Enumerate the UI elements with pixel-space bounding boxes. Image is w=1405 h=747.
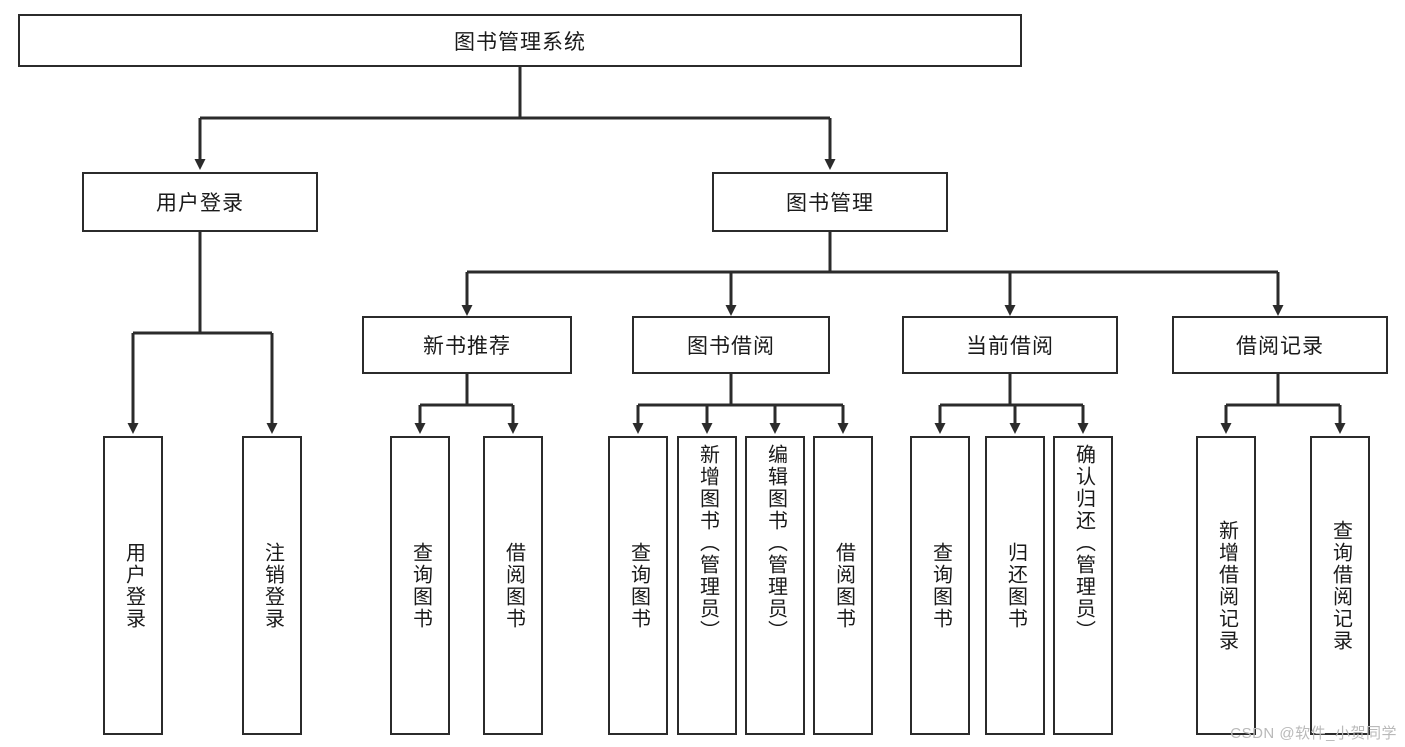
leaf-user-login-login[interactable]: 用户登录 bbox=[103, 436, 163, 735]
node-borrow-record[interactable]: 借阅记录 bbox=[1172, 316, 1388, 374]
leaf-borrow-record-query-record[interactable]: 查询借阅记录 bbox=[1310, 436, 1370, 735]
node-root-book-management-system[interactable]: 图书管理系统 bbox=[18, 14, 1022, 67]
node-current-borrow[interactable]: 当前借阅 bbox=[902, 316, 1118, 374]
leaf-book-borrow-borrow-book[interactable]: 借阅图书 bbox=[813, 436, 873, 735]
node-book-borrow[interactable]: 图书借阅 bbox=[632, 316, 830, 374]
node-new-book-recommend[interactable]: 新书推荐 bbox=[362, 316, 572, 374]
leaf-current-borrow-query-book[interactable]: 查询图书 bbox=[910, 436, 970, 735]
leaf-new-book-borrow-book[interactable]: 借阅图书 bbox=[483, 436, 543, 735]
leaf-current-borrow-confirm-return-admin[interactable]: 确认归还（管理员） bbox=[1053, 436, 1113, 735]
leaf-book-borrow-add-book-admin[interactable]: 新增图书（管理员） bbox=[677, 436, 737, 735]
leaf-current-borrow-return-book[interactable]: 归还图书 bbox=[985, 436, 1045, 735]
leaf-borrow-record-add-record[interactable]: 新增借阅记录 bbox=[1196, 436, 1256, 735]
leaf-book-borrow-query-book[interactable]: 查询图书 bbox=[608, 436, 668, 735]
node-user-login[interactable]: 用户登录 bbox=[82, 172, 318, 232]
leaf-new-book-query-book[interactable]: 查询图书 bbox=[390, 436, 450, 735]
leaf-user-login-logout[interactable]: 注销登录 bbox=[242, 436, 302, 735]
watermark: CSDN @软件_小贺同学 bbox=[1230, 725, 1397, 742]
leaf-book-borrow-edit-book-admin[interactable]: 编辑图书（管理员） bbox=[745, 436, 805, 735]
node-book-management[interactable]: 图书管理 bbox=[712, 172, 948, 232]
